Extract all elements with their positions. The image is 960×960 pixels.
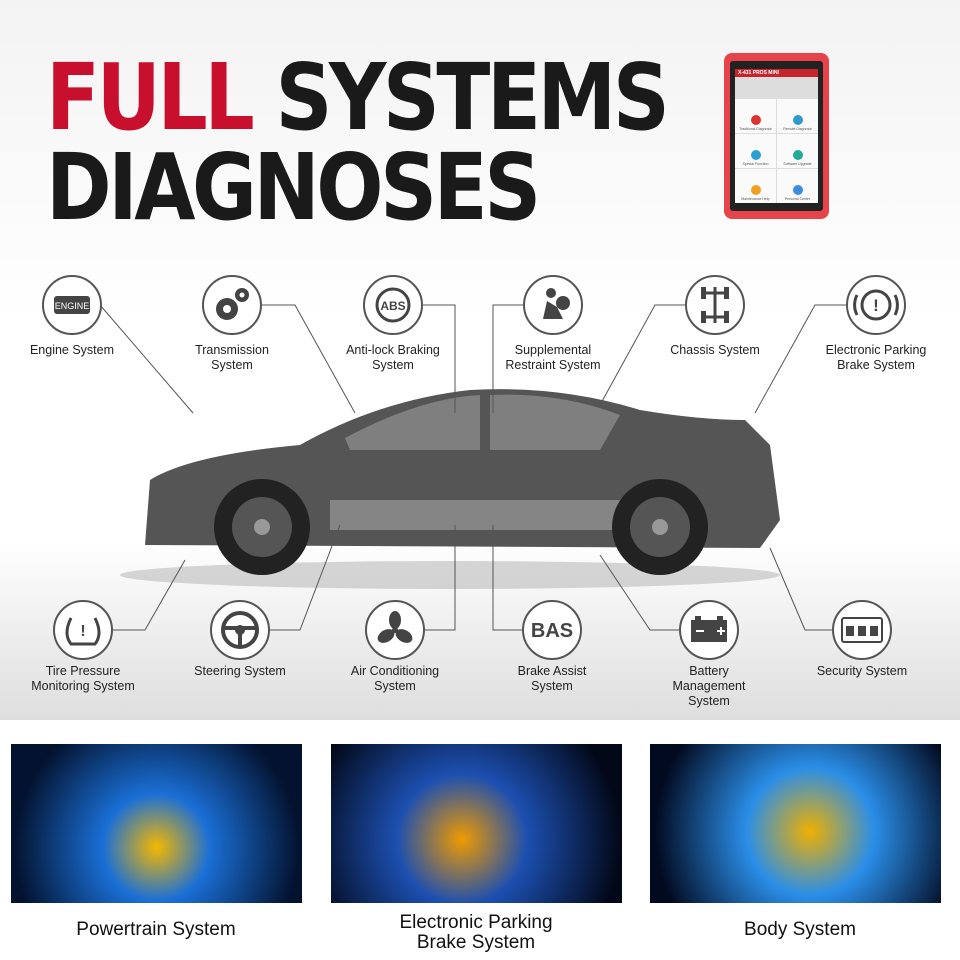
fan-icon xyxy=(365,600,425,660)
headline-line1: FULL SYSTEMS xyxy=(46,52,670,144)
airbag-icon xyxy=(523,275,583,335)
engine-icon: ENGINE xyxy=(42,275,102,335)
diagnostic-tablet: X-431 PROS MINI Traditional Diagnosis Re… xyxy=(724,53,829,219)
svg-text:BAS: BAS xyxy=(531,620,573,642)
system-label: Transmission System xyxy=(195,343,269,372)
system-label: Engine System xyxy=(29,343,115,357)
chassis-icon xyxy=(685,275,745,335)
abs-icon: ABS xyxy=(363,275,423,335)
svg-text:ENGINE: ENGINE xyxy=(55,301,90,311)
body-system-image xyxy=(650,744,941,903)
tile: Maintenance Help xyxy=(735,169,776,203)
system-label: Supplemental Restraint System xyxy=(505,343,601,372)
battery-icon xyxy=(679,600,739,660)
app-title: X-431 PROS MINI xyxy=(735,69,818,77)
bas-icon: BAS xyxy=(522,600,582,660)
system-label: Tire Pressure Monitoring System xyxy=(31,664,135,693)
tire-pressure-icon: ! xyxy=(53,600,113,660)
tile: Personal Center xyxy=(777,169,818,203)
tile: Software Upgrade xyxy=(777,134,818,168)
svg-text:!: ! xyxy=(80,623,85,640)
gears-icon xyxy=(202,275,262,335)
car-illustration xyxy=(99,304,846,631)
svg-text:ABS: ABS xyxy=(380,299,405,313)
caption-powertrain: Powertrain System xyxy=(76,919,236,940)
parking-brake-image xyxy=(331,744,622,903)
headline-word-systems: SYSTEMS xyxy=(275,44,669,151)
caption-body: Body System xyxy=(744,919,856,940)
steering-wheel-icon xyxy=(210,600,270,660)
powertrain-image xyxy=(11,744,302,903)
headline-word-full: FULL xyxy=(46,44,255,151)
system-label: Air Conditioning System xyxy=(350,664,440,693)
system-label: Electronic Parking Brake System xyxy=(825,343,927,372)
tile: Special Function xyxy=(735,134,776,168)
system-label: Steering System xyxy=(194,664,286,678)
system-label: Anti-lock Braking System xyxy=(346,343,440,372)
system-label: Battery Management System xyxy=(672,664,746,708)
app-banner xyxy=(735,77,818,99)
svg-text:!: ! xyxy=(873,296,879,315)
system-label: Security System xyxy=(816,664,908,678)
lock-icon xyxy=(832,600,892,660)
parking-brake-icon: ! xyxy=(846,275,906,335)
headline-line2: DIAGNOSES xyxy=(46,134,541,241)
tile: Remote Diagnosis xyxy=(777,99,818,133)
tile: Traditional Diagnosis xyxy=(735,99,776,133)
system-label: Chassis System xyxy=(670,343,760,357)
system-label: Brake Assist System xyxy=(517,664,587,693)
